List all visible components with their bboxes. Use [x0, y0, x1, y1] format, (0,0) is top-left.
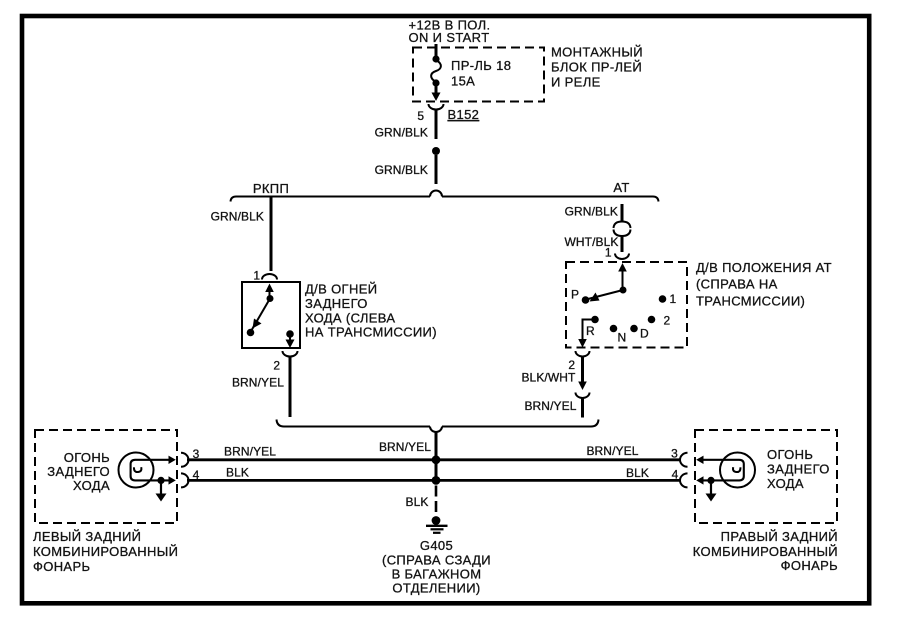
svg-text:BRN/YEL: BRN/YEL	[524, 399, 576, 413]
svg-text:5: 5	[417, 109, 424, 123]
svg-text:4: 4	[672, 468, 679, 482]
svg-text:БЛОК ПР-ЛЕЙ: БЛОК ПР-ЛЕЙ	[551, 60, 642, 75]
svg-text:И РЕЛЕ: И РЕЛЕ	[551, 75, 601, 90]
svg-text:P: P	[571, 288, 579, 302]
svg-text:ЗАДНЕГО: ЗАДНЕГО	[767, 462, 830, 477]
svg-text:(СПРАВА СЗАДИ: (СПРАВА СЗАДИ	[382, 553, 491, 568]
svg-text:BRN/YEL: BRN/YEL	[232, 376, 284, 390]
svg-text:Д/В ОГНЕЙ: Д/В ОГНЕЙ	[305, 282, 377, 297]
svg-text:ТРАНСМИССИИ): ТРАНСМИССИИ)	[696, 294, 805, 309]
svg-text:GRN/BLK: GRN/BLK	[211, 210, 264, 224]
svg-text:BRN/YEL: BRN/YEL	[586, 444, 638, 458]
svg-text:ПР-ЛЬ 18: ПР-ЛЬ 18	[451, 58, 511, 73]
svg-text:МОНТАЖНЫЙ: МОНТАЖНЫЙ	[551, 45, 643, 60]
svg-text:ФОНАРЬ: ФОНАРЬ	[781, 558, 838, 573]
svg-text:BRN/YEL: BRN/YEL	[379, 440, 431, 454]
svg-text:+12В В ПОЛ.: +12В В ПОЛ.	[409, 18, 491, 33]
svg-text:АТ: АТ	[613, 180, 629, 195]
svg-text:R: R	[586, 324, 595, 338]
svg-text:15А: 15А	[451, 74, 475, 89]
svg-text:КОМБИНИРОВАННЫЙ: КОМБИНИРОВАННЫЙ	[693, 544, 838, 559]
svg-text:В БАГАЖНОМ: В БАГАЖНОМ	[392, 567, 482, 582]
svg-text:BLK: BLK	[226, 466, 249, 480]
svg-text:N: N	[618, 331, 627, 345]
svg-text:ХОДА (СЛЕВА: ХОДА (СЛЕВА	[305, 311, 395, 326]
svg-text:ХОДА: ХОДА	[767, 476, 804, 491]
svg-text:ОТДЕЛЕНИИ): ОТДЕЛЕНИИ)	[392, 581, 480, 596]
svg-text:ХОДА: ХОДА	[73, 478, 110, 493]
svg-text:ON И START: ON И START	[409, 30, 490, 45]
svg-text:ФОНАРЬ: ФОНАРЬ	[33, 559, 90, 574]
svg-text:Д/В ПОЛОЖЕНИЯ АТ: Д/В ПОЛОЖЕНИЯ АТ	[696, 260, 832, 275]
svg-text:ПРАВЫЙ ЗАДНИЙ: ПРАВЫЙ ЗАДНИЙ	[721, 529, 838, 544]
svg-text:3: 3	[193, 447, 200, 461]
svg-text:GRN/BLK: GRN/BLK	[565, 205, 618, 219]
svg-text:BLK: BLK	[626, 466, 649, 480]
svg-text:НА ТРАНСМИССИИ): НА ТРАНСМИССИИ)	[305, 325, 437, 340]
svg-text:BRN/YEL: BRN/YEL	[224, 445, 276, 459]
svg-text:BLK: BLK	[406, 495, 429, 509]
svg-text:B152: B152	[448, 107, 480, 122]
svg-text:ЗАДНЕГО: ЗАДНЕГО	[305, 296, 368, 311]
svg-text:1: 1	[253, 269, 260, 283]
svg-text:WHT/BLK: WHT/BLK	[564, 235, 618, 249]
svg-text:(СПРАВА НА: (СПРАВА НА	[696, 277, 778, 292]
svg-text:BLK/WHT: BLK/WHT	[521, 371, 576, 385]
svg-text:3: 3	[671, 447, 678, 461]
svg-text:ЗАДНЕГО: ЗАДНЕГО	[47, 464, 110, 479]
svg-text:D: D	[640, 327, 649, 341]
svg-text:2: 2	[273, 359, 280, 373]
svg-text:1: 1	[605, 246, 612, 260]
svg-text:GRN/BLK: GRN/BLK	[375, 126, 428, 140]
svg-text:1: 1	[670, 292, 677, 306]
svg-text:КОМБИНИРОВАННЫЙ: КОМБИНИРОВАННЫЙ	[33, 544, 178, 559]
svg-text:4: 4	[193, 468, 200, 482]
svg-text:2: 2	[568, 358, 575, 372]
svg-text:ОГОНЬ: ОГОНЬ	[767, 447, 813, 462]
svg-text:РКПП: РКПП	[253, 181, 289, 196]
svg-text:2: 2	[664, 314, 671, 328]
svg-text:G405: G405	[420, 538, 453, 553]
svg-text:ОГОНЬ: ОГОНЬ	[64, 450, 110, 465]
svg-text:GRN/BLK: GRN/BLK	[375, 163, 428, 177]
svg-text:ЛЕВЫЙ ЗАДНИЙ: ЛЕВЫЙ ЗАДНИЙ	[33, 529, 141, 544]
